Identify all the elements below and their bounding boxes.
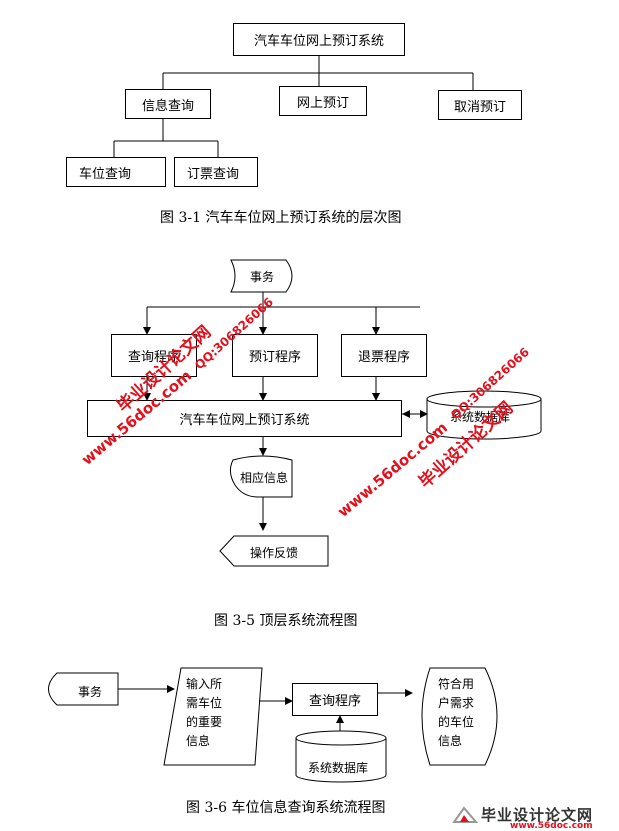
system-main-box: 汽车车位网上预订系统	[87, 400, 402, 437]
process-booking-program: 预订程序	[232, 334, 318, 377]
input-info-label: 输入所 需车位 的重要 信息	[186, 677, 223, 748]
figure-caption-3-5: 图 3-5 顶层系统流程图	[214, 613, 358, 629]
system-database-label: 系统数据库	[450, 410, 511, 424]
hierarchy-node-info-query: 信息查询	[125, 89, 211, 119]
system-database-label: 系统数据库	[308, 761, 369, 775]
hierarchy-node-cancel-booking: 取消预订	[438, 90, 522, 120]
figure-caption-3-6: 图 3-6 车位信息查询系统流程图	[186, 800, 386, 816]
hierarchy-node-online-booking: 网上预订	[279, 86, 367, 116]
process-query-program: 查询程序	[292, 683, 378, 716]
hierarchy-node-ticket-query: 订票查询	[174, 157, 258, 187]
footer-watermark-site: www.56doc.com	[510, 821, 593, 831]
response-info-label: 相应信息	[240, 471, 289, 485]
footer-watermark-title: 毕业设计论文网	[481, 806, 594, 824]
hierarchy-node-space-query: 车位查询	[66, 157, 166, 187]
hierarchy-root-node: 汽车车位网上预订系统	[233, 23, 405, 56]
start-terminator-label: 事务	[250, 270, 275, 284]
footer-logo-icon	[452, 806, 479, 826]
process-query-program: 查询程序	[111, 334, 197, 377]
operation-feedback-label: 操作反馈	[250, 546, 299, 560]
output-info-label: 符合用 户需求 的车位 信息	[438, 677, 475, 748]
start-terminator-label: 事务	[78, 685, 103, 699]
figure-caption-3-1: 图 3-1 汽车车位网上预订系统的层次图	[160, 210, 402, 226]
process-refund-program: 退票程序	[341, 334, 427, 377]
